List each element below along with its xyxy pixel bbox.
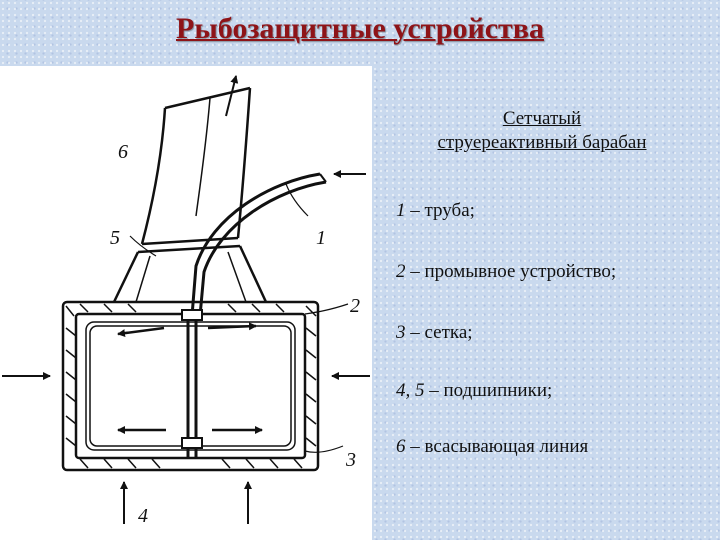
drum-diagram: 6 5 1 2 3 4 xyxy=(0,66,372,540)
legend-item: 3 – сетка; xyxy=(396,322,473,344)
inflow-arrows xyxy=(2,372,370,524)
diagram-caption: Сетчатый струереактивный барабан xyxy=(382,107,702,155)
legend-number: 1 xyxy=(396,200,406,221)
suction-flow-arrow xyxy=(225,75,239,117)
legend-number: 6 xyxy=(396,436,406,457)
jet-pipe xyxy=(190,172,327,317)
caption-line-2: струереактивный барабан xyxy=(437,132,647,153)
top-bearing-cone xyxy=(112,236,268,303)
caption-line-1: Сетчатый xyxy=(502,108,582,129)
diagram-label-1: 1 xyxy=(316,227,326,249)
leader-lines xyxy=(129,183,349,453)
diagram-label-5: 5 xyxy=(110,227,120,249)
suction-line xyxy=(140,86,252,245)
legend-text: – сетка; xyxy=(405,322,473,343)
slide-title: Рыбозащитные устройства xyxy=(176,12,544,45)
legend-item: 2 – промывное устройство; xyxy=(396,261,616,283)
diagram-label-3: 3 xyxy=(345,449,356,471)
diagram-label-4: 4 xyxy=(138,505,148,527)
legend-text: – промывное устройство; xyxy=(405,261,617,282)
diagram-label-6: 6 xyxy=(118,141,128,163)
internal-flow-arrows xyxy=(117,322,263,434)
legend-number: 2 xyxy=(396,261,406,282)
legend-number: 4, 5 xyxy=(396,380,425,401)
mesh-screen xyxy=(85,321,296,451)
washing-device xyxy=(181,309,203,458)
drum-diagram-svg: 6 5 1 2 3 4 xyxy=(2,75,370,527)
legend-text: – всасывающая линия xyxy=(405,436,589,457)
legend-item: 4, 5 – подшипники; xyxy=(396,380,552,402)
diagram-label-2: 2 xyxy=(350,295,360,317)
legend-text: – подшипники; xyxy=(424,380,553,401)
drum-housing xyxy=(61,300,320,472)
legend-item: 1 – труба; xyxy=(396,200,475,222)
legend-text: – труба; xyxy=(405,200,475,221)
legend-item: 6 – всасывающая линия xyxy=(396,436,588,458)
legend-number: 3 xyxy=(396,322,406,343)
